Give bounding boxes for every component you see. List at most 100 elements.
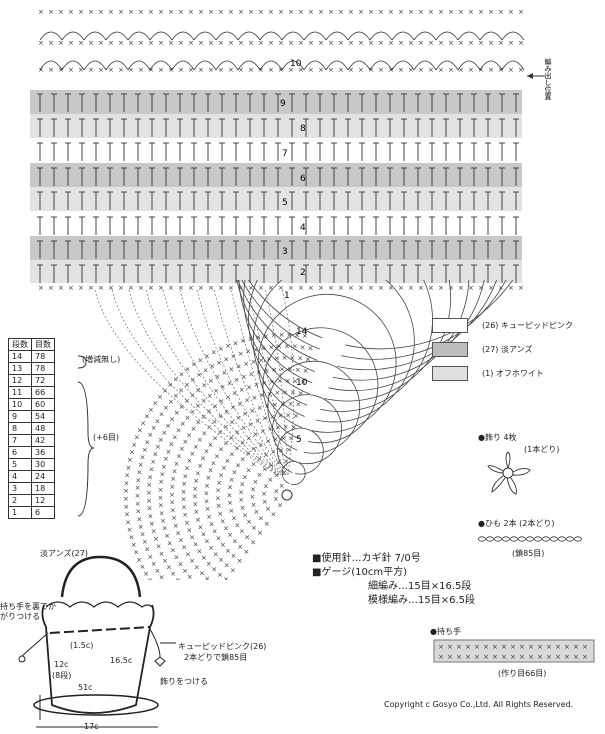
svg-text:×: × [250, 485, 256, 493]
svg-text:×: × [248, 39, 254, 47]
svg-text:×: × [280, 400, 286, 408]
svg-text:×: × [279, 366, 285, 374]
svg-text:×: × [378, 66, 384, 74]
svg-text:×: × [179, 370, 185, 378]
svg-text:×: × [224, 408, 230, 416]
svg-text:×: × [189, 557, 195, 565]
svg-text:×: × [204, 352, 210, 360]
svg-text:×: × [233, 339, 239, 347]
svg-text:×: × [271, 366, 277, 374]
svg-text:×: × [197, 436, 203, 444]
svg-text:×: × [358, 8, 364, 16]
svg-text:×: × [448, 66, 454, 74]
svg-text:×: × [131, 441, 137, 449]
svg-text:×: × [328, 8, 334, 16]
svg-text:×: × [155, 567, 161, 575]
svg-text:×: × [58, 66, 64, 74]
svg-text:×: × [227, 484, 233, 492]
svg-text:×: × [305, 356, 311, 364]
svg-text:×: × [388, 39, 394, 47]
svg-text:×: × [181, 480, 187, 488]
svg-text:×: × [275, 424, 281, 432]
svg-text:×: × [283, 423, 289, 431]
svg-text:×: × [158, 478, 164, 486]
svg-text:×: × [147, 553, 153, 561]
svg-text:×: × [191, 425, 197, 433]
svg-text:×: × [140, 531, 146, 539]
row-marker-7: 7 [282, 149, 288, 159]
svg-text:×: × [38, 284, 44, 292]
svg-text:×: × [258, 356, 264, 364]
svg-text:×: × [228, 8, 234, 16]
svg-text:×: × [179, 445, 185, 453]
svg-text:×: × [458, 284, 464, 292]
svg-text:×: × [195, 402, 201, 410]
svg-text:×: × [537, 643, 543, 651]
svg-text:×: × [118, 8, 124, 16]
svg-text:×: × [184, 465, 190, 473]
svg-text:×: × [268, 284, 274, 292]
svg-text:×: × [147, 431, 153, 439]
svg-text:×: × [216, 502, 222, 510]
svg-text:×: × [140, 419, 146, 427]
svg-text:×: × [555, 653, 561, 661]
svg-text:×: × [220, 541, 226, 549]
svg-text:×: × [170, 570, 176, 578]
svg-text:×: × [248, 66, 254, 74]
svg-text:×: × [228, 507, 234, 515]
svg-text:×: × [223, 524, 229, 532]
svg-text:×: × [158, 494, 164, 502]
svg-text:×: × [274, 354, 280, 362]
svg-text:×: × [348, 39, 354, 47]
svg-text:×: × [68, 284, 74, 292]
svg-text:×: × [142, 446, 148, 454]
svg-text:×: × [478, 8, 484, 16]
svg-text:×: × [248, 8, 254, 16]
svg-text:×: × [174, 554, 180, 562]
svg-text:×: × [300, 378, 306, 386]
stitch-symbols: ××××××××××××××××××××××××××××××××××××××××… [37, 8, 525, 292]
svg-text:×: × [180, 420, 186, 428]
svg-text:×: × [288, 435, 294, 443]
svg-text:×: × [144, 413, 150, 421]
svg-text:×: × [348, 8, 354, 16]
svg-text:×: × [161, 463, 167, 471]
svg-text:×: × [208, 467, 214, 475]
svg-text:×: × [262, 466, 268, 474]
svg-text:×: × [133, 549, 139, 557]
svg-text:×: × [537, 653, 543, 661]
copyright: Copyright c Gosyo Co.,Ltd. All Rights Re… [384, 700, 574, 709]
svg-text:×: × [318, 66, 324, 74]
svg-text:×: × [235, 521, 241, 529]
svg-text:×: × [208, 66, 214, 74]
svg-text:×: × [174, 409, 180, 417]
svg-text:×: × [210, 459, 216, 467]
svg-text:×: × [185, 365, 191, 373]
dim-17: 17c [84, 722, 99, 731]
svg-text:×: × [195, 419, 201, 427]
svg-text:×: × [468, 8, 474, 16]
svg-text:×: × [518, 39, 524, 47]
svg-text:×: × [268, 8, 274, 16]
round-marker-5: 5 [296, 435, 302, 445]
svg-text:×: × [178, 537, 184, 545]
svg-text:×: × [143, 570, 149, 578]
svg-text:×: × [78, 39, 84, 47]
svg-text:×: × [478, 39, 484, 47]
svg-text:×: × [251, 501, 257, 509]
svg-text:×: × [218, 556, 224, 564]
svg-text:×: × [214, 452, 220, 460]
svg-text:×: × [182, 567, 188, 575]
svg-text:×: × [224, 562, 230, 570]
svg-text:×: × [167, 540, 173, 548]
svg-text:×: × [256, 471, 262, 479]
svg-text:×: × [235, 462, 241, 470]
svg-text:×: × [291, 423, 297, 431]
svg-text:×: × [152, 451, 158, 459]
svg-text:×: × [263, 451, 269, 459]
svg-text:×: × [159, 411, 165, 419]
svg-text:×: × [240, 439, 246, 447]
svg-text:×: × [98, 284, 104, 292]
svg-text:×: × [193, 508, 199, 516]
